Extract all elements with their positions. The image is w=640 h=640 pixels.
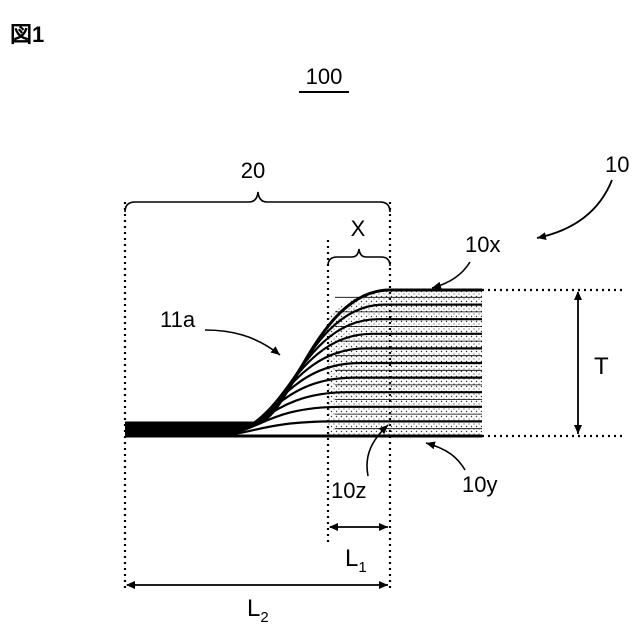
length2-subscript: 2 xyxy=(260,609,268,626)
region-bracket xyxy=(125,192,390,212)
label-length2: L2 xyxy=(247,595,269,626)
label-layer: 11a xyxy=(160,307,196,332)
layer-leader xyxy=(205,330,280,355)
figure-caption: 図1 xyxy=(10,22,44,47)
label-bottom-surface: 10y xyxy=(462,472,497,497)
length1-subscript: 1 xyxy=(358,559,366,576)
transition-bracket xyxy=(328,249,390,266)
length2-main: L xyxy=(247,595,260,622)
label-transition: X xyxy=(351,216,366,241)
label-length1: L1 xyxy=(345,545,367,576)
length1-main: L xyxy=(345,545,358,572)
label-thickness: T xyxy=(594,353,609,380)
bottom-surface-leader xyxy=(426,443,465,470)
label-interior: 10z xyxy=(331,478,366,503)
assembly-number: 100 xyxy=(306,64,343,89)
label-region: 20 xyxy=(241,158,265,183)
stack-leader-arrow xyxy=(537,180,612,238)
label-stack: 10 xyxy=(605,152,629,177)
top-surface-leader xyxy=(432,262,470,288)
label-top-surface: 10x xyxy=(465,232,500,257)
